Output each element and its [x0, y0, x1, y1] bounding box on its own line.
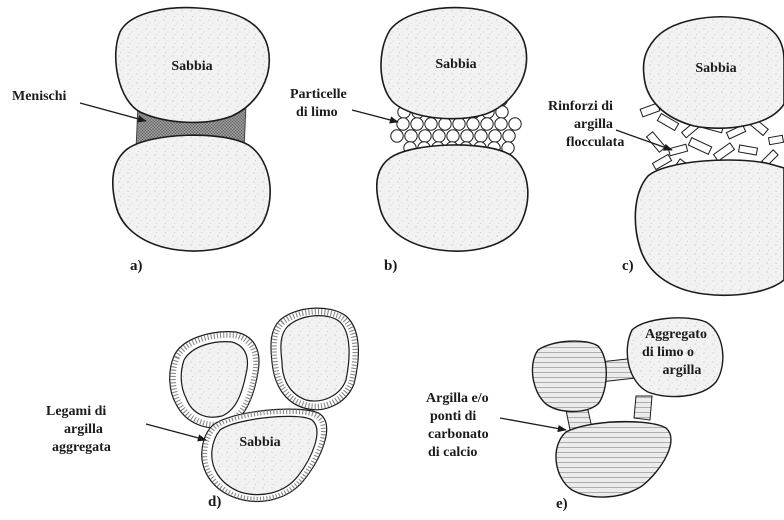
callout-arrow — [352, 110, 398, 122]
callout-line3: aggregata — [52, 440, 111, 455]
silt-particle — [391, 130, 403, 142]
caption-a: a) — [130, 258, 143, 274]
callout-line4: di calcio — [428, 445, 477, 460]
panel-e: Aggregato di limo o argilla Argilla e/o … — [426, 318, 723, 512]
caption-e: e) — [556, 496, 568, 512]
callout-line2: di limo — [296, 105, 338, 120]
caption-c: c) — [622, 258, 634, 274]
silt-particle — [495, 118, 507, 130]
silt-particle — [447, 130, 459, 142]
sand-label: Sabbia — [171, 59, 212, 74]
silt-particle — [475, 130, 487, 142]
aggregate-line3: argilla — [663, 363, 702, 378]
silt-particle — [433, 130, 445, 142]
panel-b: Sabbia Particelle di limo b) — [290, 8, 528, 274]
caption-d: d) — [208, 494, 221, 510]
silt-particle — [509, 118, 521, 130]
sand-grain-bottom — [635, 160, 784, 295]
sand-grain-bottom — [113, 135, 270, 251]
panel-a: Sabbia Menischi a) — [12, 8, 270, 274]
sand-label: Sabbia — [239, 435, 280, 450]
clay-plate — [739, 145, 758, 155]
sand-label: Sabbia — [435, 57, 476, 72]
silt-particle — [411, 118, 423, 130]
silt-particle — [439, 118, 451, 130]
callout-line2: ponti di — [430, 409, 476, 424]
panel-d: Sabbia Legami di argilla aggregata d) — [46, 308, 358, 510]
silt-particle — [481, 118, 493, 130]
silt-particle — [461, 130, 473, 142]
callout-menischi: Menischi — [12, 89, 67, 104]
callout-line2: argilla — [64, 422, 103, 437]
clay-plate — [688, 138, 711, 155]
clay-plate — [768, 135, 783, 144]
aggregate-bottom — [556, 422, 671, 497]
silt-particle — [397, 118, 409, 130]
aggregate-line1: Aggregato — [645, 327, 707, 342]
callout-line3: flocculata — [566, 135, 624, 150]
clay-plate — [714, 143, 735, 161]
sand-grain-bottom — [377, 145, 528, 251]
callout-arrow — [616, 130, 672, 150]
silt-particle — [419, 130, 431, 142]
callout-arrow — [146, 424, 206, 440]
clay-bridge — [634, 396, 652, 420]
panel-c: Sabbia Rinforzi di argilla flocculata c) — [548, 17, 784, 295]
silt-particle — [489, 130, 501, 142]
silt-particle — [453, 118, 465, 130]
callout-line3: carbonato — [428, 427, 489, 442]
silt-particle — [405, 130, 417, 142]
callout-line2: argilla — [574, 117, 613, 132]
aggregate-left — [532, 341, 606, 411]
callout-arrow — [500, 418, 566, 430]
callout-line1: Particelle — [290, 87, 347, 102]
caption-b: b) — [384, 258, 397, 274]
sand-label: Sabbia — [695, 61, 736, 76]
callout-line1: Argilla e/o — [426, 391, 489, 406]
silt-particle — [503, 130, 515, 142]
silt-particle — [425, 118, 437, 130]
sand-grain — [281, 316, 349, 401]
callout-line1: Legami di — [46, 404, 106, 419]
callout-line1: Rinforzi di — [548, 99, 613, 114]
silt-particle — [467, 118, 479, 130]
aggregate-line2: di limo o — [642, 345, 694, 360]
